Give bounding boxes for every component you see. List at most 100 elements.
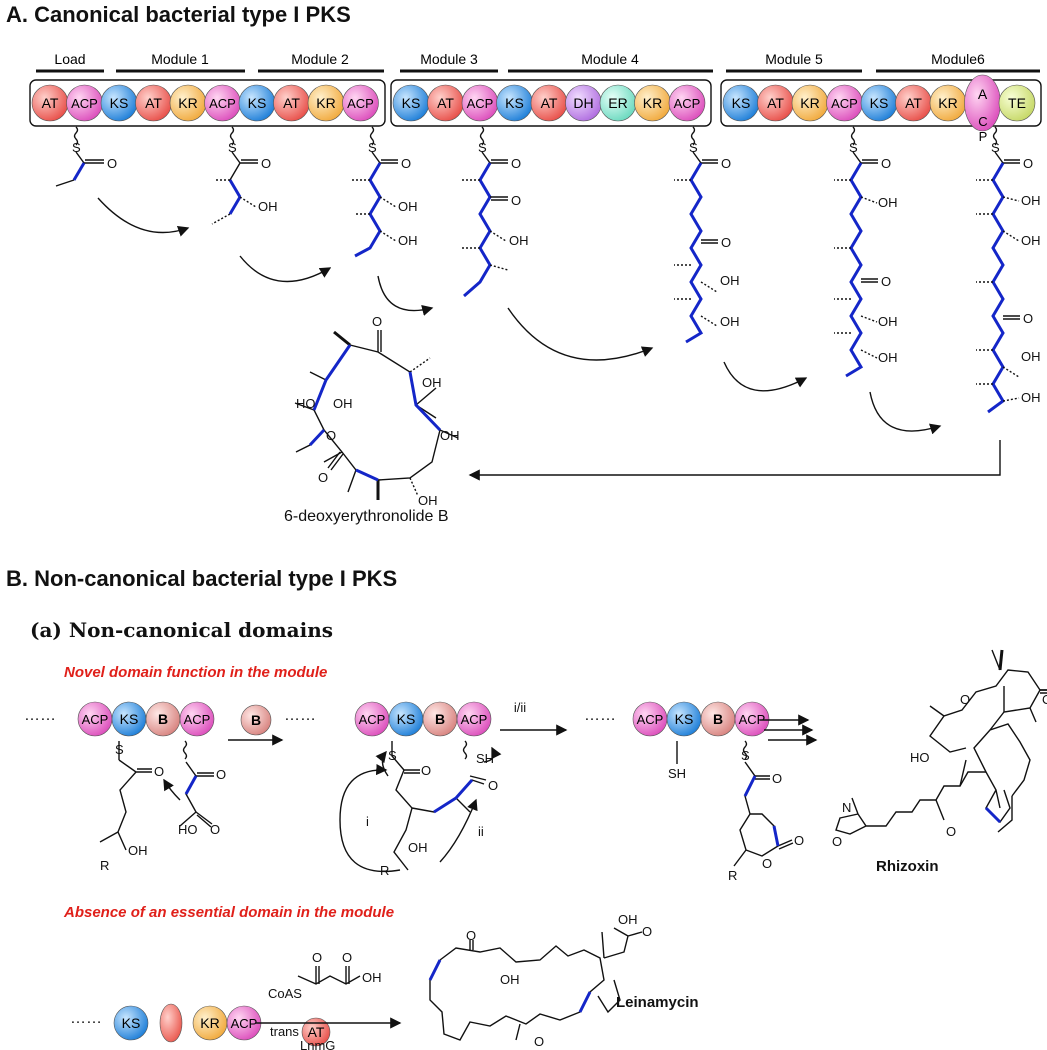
domain-ks-r0-6-label: KS [248,95,267,111]
dots-1: …… [24,707,56,724]
svg-text:O: O [154,764,164,779]
domain-at-r2-1-label: AT [767,95,784,111]
leinamycin-label: Leinamycin [616,994,699,1011]
domain-acp-b2-3-label: ACP [739,712,766,727]
svg-text:O: O [488,778,498,793]
module-label-6: Module6 [931,51,985,67]
domain-trans-at-circle [301,1017,331,1047]
svg-text:O: O [261,156,271,171]
domain-acp-r0-9-circle [342,84,379,122]
domain-te-r2-8-label: TE [1008,95,1026,111]
svg-text:S: S [991,140,1000,155]
dots-3: …… [584,707,616,724]
section-a-title: A. Canonical bacterial type I PKS [6,2,351,27]
domain-acp-r0-5-label: ACP [209,96,236,111]
svg-text:OH: OH [500,972,520,987]
svg-text:O: O [960,692,970,707]
module-label-load: Load [54,51,85,67]
svg-text:O: O [534,1034,544,1049]
domain-at-r1-1-label: AT [437,95,454,111]
svg-text:O: O [642,924,652,939]
domain-acp-r0-9-label: ACP [347,96,374,111]
domain-at-r0-0-label: AT [42,95,59,111]
svg-text:O: O [216,767,226,782]
domain-acp-r0-1-label: ACP [71,96,98,111]
acp-vertical-p: P [979,129,988,144]
domain-b-b1-2-label: B [435,711,445,727]
svg-text:OH: OH [1021,390,1041,405]
arrow2-label: i/ii [514,700,526,715]
domain-ks-r1-0-label: KS [402,95,421,111]
svg-text:OH: OH [1021,233,1041,248]
svg-text:O: O [794,833,804,848]
svg-text:OH: OH [1021,193,1041,208]
svg-text:OH: OH [333,396,353,411]
domain-acp-b0-3-label: ACP [184,712,211,727]
svg-text:O: O [881,156,891,171]
svg-text:S: S [228,140,237,155]
domain-acp-b1-0-label: ACP [359,712,386,727]
domain-b-reagent-circle [240,704,272,736]
domain-kr-r0-8-label: KR [316,95,335,111]
svg-text:OH: OH [398,233,418,248]
svg-text:S: S [115,742,124,757]
svg-text:O: O [401,156,411,171]
trans-label: trans [270,1024,299,1039]
domain-kr-r1-7-label: KR [643,95,662,111]
svg-text:S: S [72,140,81,155]
step-i: i [366,814,369,829]
svg-text:HO: HO [910,750,930,765]
case2-heading: Absence of an essential domain in the mo… [64,904,395,921]
domain-ks-r0-2-label: KS [110,95,129,111]
step-ii: ii [478,824,484,839]
r-label-3: R [728,868,737,883]
svg-text:OH: OH [422,375,442,390]
dots-2: …… [284,707,316,724]
module-label-3: Module 3 [420,51,478,67]
svg-text:OH: OH [408,840,428,855]
domain-b-reagent-label: B [251,712,261,728]
svg-text:O: O [946,824,956,839]
svg-text:OH: OH [1021,349,1041,364]
svg-text:O: O [511,193,521,208]
svg-text:OH: OH [878,314,898,329]
domain-er-r1-6-label: ER [608,95,627,111]
svg-text:O: O [318,470,328,485]
domain-acp-b2-3-circle [734,701,770,737]
svg-text:O: O [511,156,521,171]
svg-text:OH: OH [878,195,898,210]
domain-ks-r1-3-label: KS [505,95,524,111]
svg-text:OH: OH [258,199,278,214]
domain-ks-b2-1-label: KS [675,711,694,727]
r-label-1: R [100,858,109,873]
dots-4: …… [70,1010,102,1027]
domain-ks-r2-0-label: KS [732,95,751,111]
svg-text:OH: OH [720,273,740,288]
domain-acp-b1-3-circle [456,701,492,737]
svg-text:O: O [312,950,322,965]
domain-ks-c2-0-label: KS [122,1015,141,1031]
svg-text:OH: OH [720,314,740,329]
svg-text:O: O [772,771,782,786]
domain-acp-r1-8-label: ACP [674,96,701,111]
svg-text:O: O [466,928,476,943]
svg-text:O: O [372,314,382,329]
domain-ks-c2-0-circle [113,1005,149,1041]
domain-at-r0-7-label: AT [283,95,300,111]
domain-at-r0-3-label: AT [145,95,162,111]
svg-text:HO: HO [178,822,198,837]
svg-text:O: O [762,856,772,871]
case1-heading: Novel domain function in the module [64,664,328,681]
module-label-2: Module 2 [291,51,349,67]
svg-text:O: O [421,763,431,778]
svg-text:OH: OH [618,912,638,927]
svg-text:O: O [881,274,891,289]
svg-text:OH: OH [509,233,529,248]
svg-text:OH: OH [398,199,418,214]
svg-text:O: O [1023,311,1033,326]
svg-text:OH: OH [128,843,148,858]
svg-text:O: O [342,950,352,965]
domain-acp-b0-3-circle [179,701,215,737]
svg-text:O: O [1042,692,1047,707]
